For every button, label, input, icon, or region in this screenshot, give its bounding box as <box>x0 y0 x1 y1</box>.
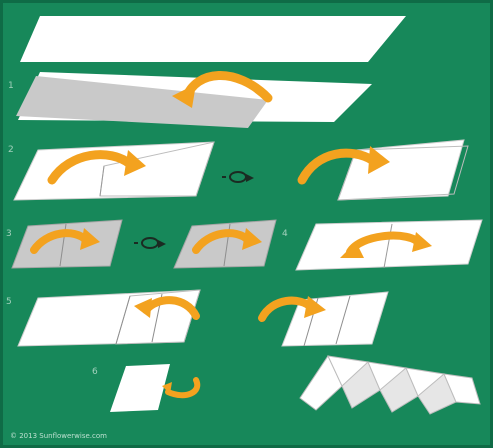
paper-strip-flat <box>20 16 406 62</box>
step-label: 2 <box>8 145 14 155</box>
step-label: 1 <box>8 81 14 91</box>
credit-text: © 2013 Sunflowerwise.com <box>10 432 107 440</box>
paper-grey-panel <box>12 220 122 268</box>
step-label: 6 <box>92 367 98 377</box>
step-label: 5 <box>6 297 12 307</box>
step-label: 4 <box>282 229 288 239</box>
step-label: 3 <box>6 229 12 239</box>
paper-panel <box>296 220 482 270</box>
